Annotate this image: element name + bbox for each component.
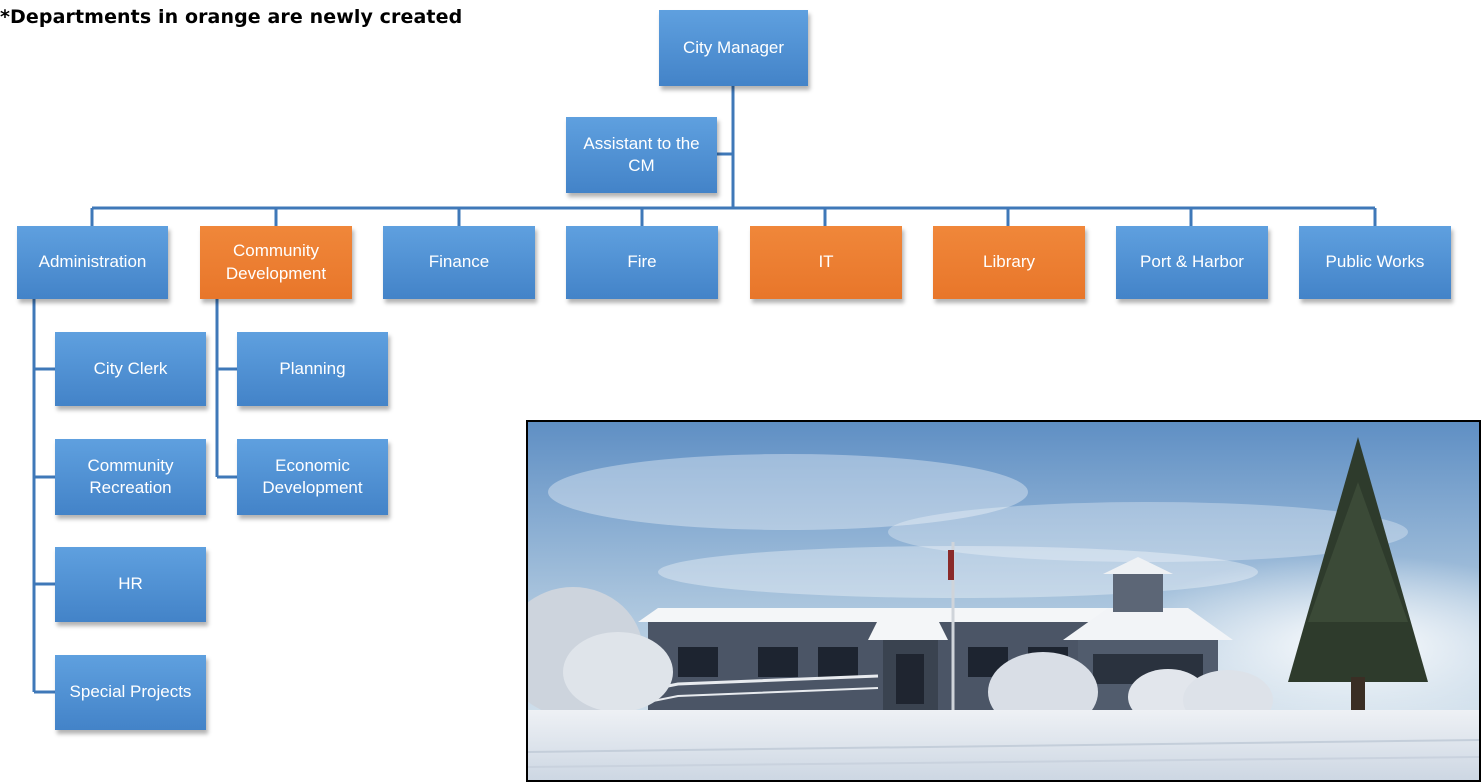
sub-special-projects-box: Special Projects bbox=[55, 655, 206, 730]
dept-fire-box: Fire bbox=[566, 226, 718, 299]
sub-planning-box: Planning bbox=[237, 332, 388, 406]
sub-label: Economic Development bbox=[262, 455, 363, 497]
sub-label: Special Projects bbox=[69, 682, 192, 702]
sub-hr-box: HR bbox=[55, 547, 206, 622]
dept-label: IT bbox=[818, 252, 834, 272]
dept-administration-box: Administration bbox=[17, 226, 168, 299]
dept-library-box: Library bbox=[933, 226, 1085, 299]
dept-label: Administration bbox=[38, 252, 147, 272]
dept-label: Port & Harbor bbox=[1140, 252, 1244, 272]
city-manager-box: City Manager bbox=[659, 10, 808, 86]
dept-public-works-box: Public Works bbox=[1299, 226, 1451, 299]
sub-label: Planning bbox=[279, 358, 346, 378]
assistant-to-cm-label: Assistant to the CM bbox=[583, 133, 700, 175]
city-hall-photo bbox=[526, 420, 1481, 782]
dept-port-harbor-box: Port & Harbor bbox=[1116, 226, 1268, 299]
dept-label: Community Development bbox=[225, 241, 327, 283]
legend-note: *Departments in orange are newly created bbox=[0, 6, 463, 28]
dept-finance-box: Finance bbox=[383, 226, 535, 299]
sub-label: HR bbox=[118, 574, 143, 594]
sub-city-clerk-box: City Clerk bbox=[55, 332, 206, 406]
dept-community-development-box: Community Development bbox=[200, 226, 352, 299]
dept-label: Public Works bbox=[1325, 252, 1425, 272]
dept-it-box: IT bbox=[750, 226, 902, 299]
sub-community-recreation-box: Community Recreation bbox=[55, 439, 206, 515]
sub-label: City Clerk bbox=[93, 358, 168, 378]
sub-label: Community Recreation bbox=[87, 455, 174, 497]
dept-label: Library bbox=[983, 252, 1035, 272]
dept-label: Fire bbox=[627, 252, 657, 272]
sub-economic-development-box: Economic Development bbox=[237, 439, 388, 515]
assistant-to-cm-box: Assistant to the CM bbox=[566, 117, 717, 193]
city-manager-label: City Manager bbox=[682, 37, 785, 57]
city-hall-illustration bbox=[528, 422, 1479, 780]
dept-label: Finance bbox=[428, 252, 490, 272]
